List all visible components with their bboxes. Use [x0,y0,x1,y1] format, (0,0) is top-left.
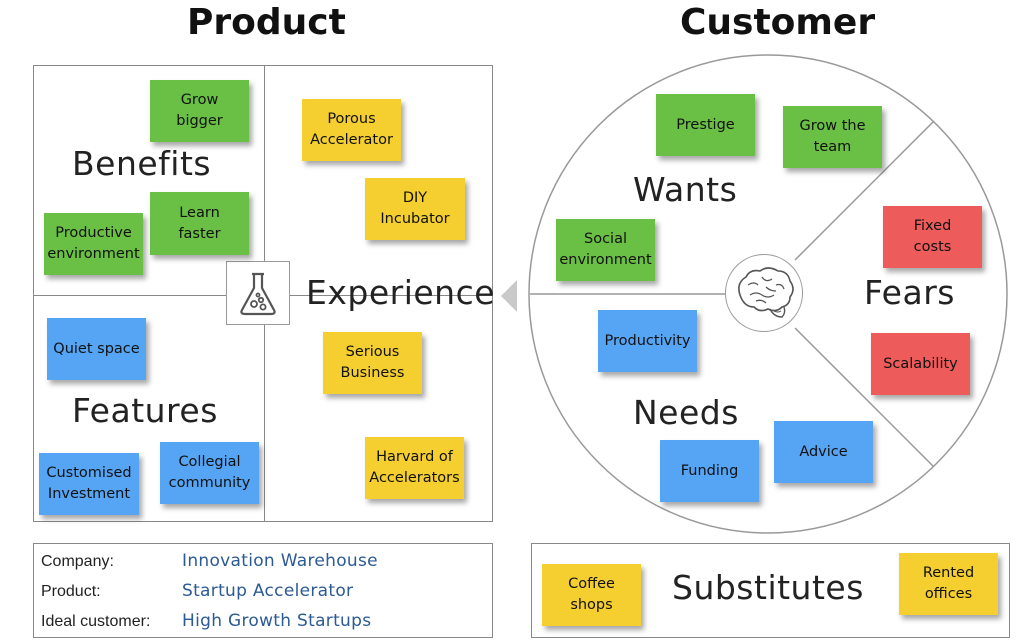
sticky-harvard-of-accelerators[interactable]: Harvard of Accelerators [365,437,464,499]
fears-label: Fears [864,273,955,312]
product-row: Product: Startup Accelerator [34,578,492,608]
sticky-quiet-space[interactable]: Quiet space [47,318,146,380]
sticky-text: Quiet space [53,340,140,357]
sticky-text: Porous Accelerator [310,111,393,148]
company-label: Company: [41,553,114,570]
customer-heading: Customer [680,2,876,43]
product-canvas: Benefits Experience Features [33,65,496,522]
substitutes-label: Substitutes [672,568,864,607]
sticky-social-environment[interactable]: Social environment [556,219,655,281]
sticky-productive-environment[interactable]: Productive environment [44,213,143,275]
sticky-rented-offices[interactable]: Rented offices [899,553,998,615]
sticky-prestige[interactable]: Prestige [656,94,755,156]
sticky-text: Advice [799,443,848,460]
product-value[interactable]: Startup Accelerator [182,581,354,601]
sticky-text: Scalability [883,355,958,372]
customer-label: Ideal customer: [41,613,151,630]
product-heading: Product [187,2,346,43]
sticky-learn-faster[interactable]: Learn faster [150,192,249,255]
company-row: Company: Innovation Warehouse [34,548,492,578]
arrow-left-icon [501,280,517,312]
experience-label: Experience [306,273,496,312]
brain-icon [725,254,803,332]
customer-value[interactable]: High Growth Startups [182,611,372,631]
sticky-text: Funding [680,462,739,479]
sticky-text: Prestige [676,116,735,133]
sticky-text: Grow bigger [176,92,223,129]
sticky-text: Rented offices [922,565,975,602]
needs-label: Needs [633,393,739,432]
company-value[interactable]: Innovation Warehouse [182,551,378,571]
substitutes-panel: Substitutes [531,543,1010,638]
sticky-serious-business[interactable]: Serious Business [323,332,422,394]
sticky-text: Productive environment [47,225,140,262]
features-label: Features [72,391,218,430]
sticky-text: Collegial community [168,454,251,491]
sticky-text: Social environment [559,231,652,268]
sticky-fixed-costs[interactable]: Fixed costs [883,206,982,268]
sticky-text: Learn faster [178,204,221,242]
sticky-text: DIY Incubator [380,190,450,227]
sticky-grow-the-team[interactable]: Grow the team [783,106,882,168]
sticky-text: Serious Business [340,344,405,381]
sticky-diy-incubator[interactable]: DIY Incubator [365,178,465,240]
sticky-productivity[interactable]: Productivity [598,310,697,372]
sticky-advice[interactable]: Advice [774,421,873,483]
sticky-scalability[interactable]: Scalability [871,333,970,395]
customer-row: Ideal customer: High Growth Startups [34,608,492,638]
sticky-grow-bigger[interactable]: Grow bigger [150,80,249,142]
sticky-text: Fixed costs [913,218,952,255]
sticky-funding[interactable]: Funding [660,440,759,502]
sticky-text: Productivity [604,332,691,349]
sticky-porous-accelerator[interactable]: Porous Accelerator [302,99,401,161]
product-label: Product: [41,583,101,600]
flask-icon [226,261,290,325]
sticky-collegial-community[interactable]: Collegial community [160,442,259,504]
sticky-text: Grow the team [799,118,866,155]
sticky-text: Coffee shops [568,576,615,613]
sticky-text: Customised Investment [46,465,132,502]
info-panel: Company: Innovation Warehouse Product: S… [33,543,493,638]
benefits-label: Benefits [72,144,212,183]
wants-label: Wants [633,170,738,209]
sticky-customised-investment[interactable]: Customised Investment [39,453,139,515]
sticky-coffee-shops[interactable]: Coffee shops [542,564,641,626]
sticky-text: Harvard of Accelerators [369,449,460,486]
